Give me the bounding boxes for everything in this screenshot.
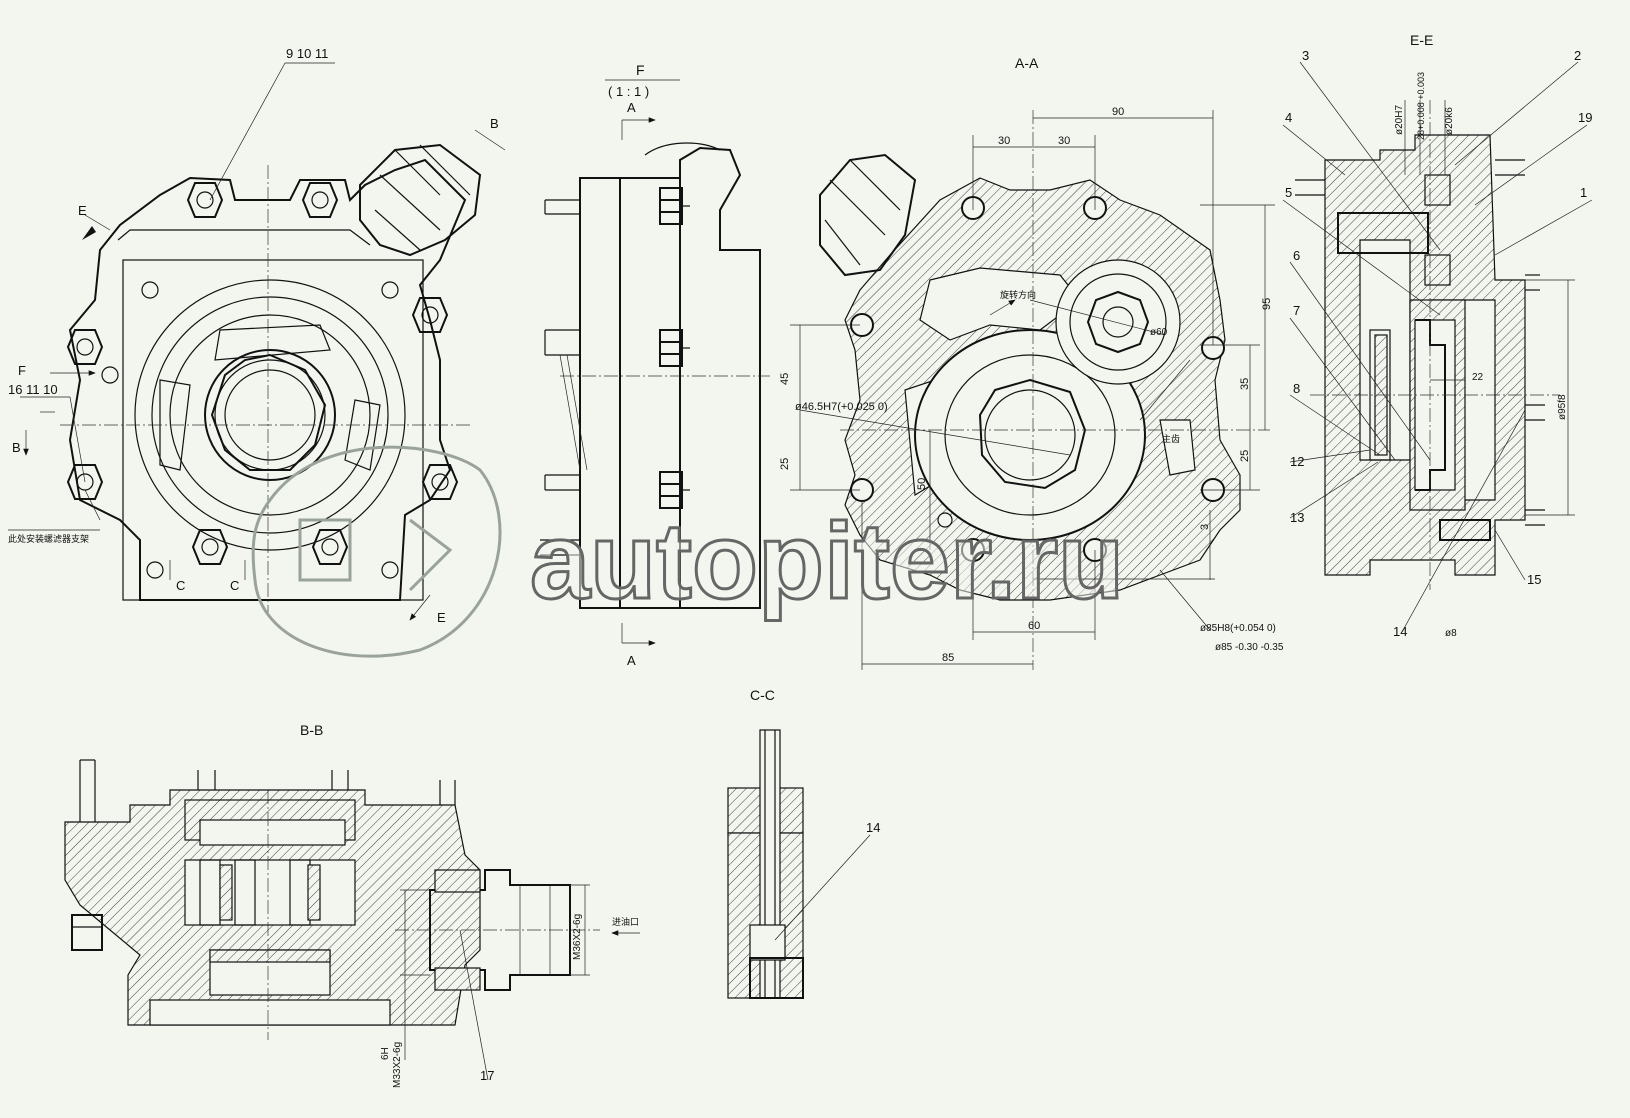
- note-filter: 此处安装螺滤器支架: [8, 533, 89, 544]
- watermark: autopiter.ru: [251, 445, 1126, 658]
- ee-dim-d95: ø95f8: [1557, 394, 1568, 420]
- balloon-ee-2: 2: [1574, 48, 1581, 63]
- cut-marker-e-top: E: [78, 203, 87, 218]
- balloon-front-left: 16 11 10: [8, 382, 58, 397]
- section-ee: [1282, 61, 1593, 633]
- dim-3: 3: [1199, 524, 1211, 530]
- side-view-f: [540, 79, 770, 646]
- section-bb: [64, 759, 640, 1081]
- cut-marker-f: F: [18, 363, 26, 378]
- balloon-ee-13: 13: [1290, 510, 1304, 525]
- note-inlet: 进油口: [612, 916, 639, 927]
- section-f-scale: ( 1 : 1 ): [608, 84, 649, 99]
- note-gear: 主齿: [1162, 433, 1180, 444]
- drawing-labels: A-A B-B C-C E-E F ( 1 : 1 ) A A B B C C …: [8, 32, 1592, 1083]
- bb-m36-placeholder: ø8: [1445, 628, 1457, 639]
- dim-50: 50: [916, 478, 928, 490]
- dim-bore2b: ø85 -0.30 -0.35: [1215, 642, 1284, 653]
- balloon-ee-14: 14: [1393, 624, 1407, 639]
- ee-dim-d28: 28+0.008 +0.003: [1416, 72, 1426, 140]
- note-rotation: 旋转方向: [1000, 289, 1036, 300]
- cut-marker-b-left: B: [12, 440, 21, 455]
- dim-25a: 25: [779, 458, 791, 470]
- cut-marker-b-right: B: [490, 116, 499, 131]
- watermark-text: autopiter.ru: [530, 500, 1124, 621]
- balloon-ee-7: 7: [1293, 303, 1300, 318]
- section-bb-title: B-B: [300, 722, 323, 738]
- dim-35: 35: [1239, 378, 1251, 390]
- balloon-ee-8: 8: [1293, 381, 1300, 396]
- section-ee-title: E-E: [1410, 32, 1433, 48]
- dim-60: 60: [1028, 620, 1040, 632]
- side-nuts: [659, 187, 683, 509]
- balloon-bb-17: 17: [480, 1068, 494, 1083]
- cut-marker-c2: C: [230, 578, 239, 593]
- balloon-ee-5: 5: [1285, 185, 1292, 200]
- dim-45: 45: [779, 373, 791, 385]
- section-aa: [790, 110, 1275, 670]
- dim-d60c: ø60: [1150, 327, 1168, 338]
- balloon-ee-4: 4: [1285, 110, 1292, 125]
- balloon-ee-6: 6: [1293, 248, 1300, 263]
- cut-marker-c1: C: [176, 578, 185, 593]
- dim-85: 85: [942, 652, 954, 664]
- balloon-front-top: 9 10 11: [286, 46, 328, 61]
- bb-dim-m33: M33X2-6g: [392, 1042, 403, 1088]
- balloon-cc-14: 14: [866, 820, 880, 835]
- section-f-title: F: [636, 62, 645, 78]
- balloon-ee-3: 3: [1302, 48, 1309, 63]
- dim-bore2: ø85H8(+0.054 0): [1200, 623, 1276, 634]
- dim-30b: 30: [1058, 135, 1070, 147]
- section-cc-title: C-C: [750, 687, 775, 703]
- ee-dim-d20b: ø20k6: [1444, 107, 1455, 135]
- ee-dim-d20a: ø20H7: [1394, 105, 1405, 135]
- balloon-ee-15: 15: [1527, 572, 1541, 587]
- vertical-dimension-labels: 95 45 35 25 25 50 3 ø20H7 28+0.008 +0.00…: [380, 72, 1568, 1088]
- cut-marker-a-top: A: [627, 100, 636, 115]
- section-aa-title: A-A: [1015, 55, 1039, 71]
- dim-bore1: ø46.5H7(+0.025 0): [795, 401, 888, 413]
- ee-dim-22: 22: [1472, 372, 1484, 383]
- balloon-ee-12: 12: [1290, 454, 1304, 469]
- dim-90: 90: [1112, 106, 1124, 118]
- dim-25b: 25: [1239, 450, 1251, 462]
- front-view: [8, 62, 506, 621]
- bb-dim-6h: 6H: [380, 1047, 391, 1060]
- cut-marker-a-bottom: A: [627, 653, 636, 668]
- bb-dim-m36: M36X2-6g: [572, 914, 583, 960]
- cut-marker-e-bottom: E: [437, 610, 446, 625]
- dim-95: 95: [1261, 298, 1273, 310]
- balloon-ee-1: 1: [1580, 185, 1587, 200]
- balloon-ee-19: 19: [1578, 110, 1592, 125]
- section-cc: [727, 729, 871, 999]
- dim-30a: 30: [998, 135, 1010, 147]
